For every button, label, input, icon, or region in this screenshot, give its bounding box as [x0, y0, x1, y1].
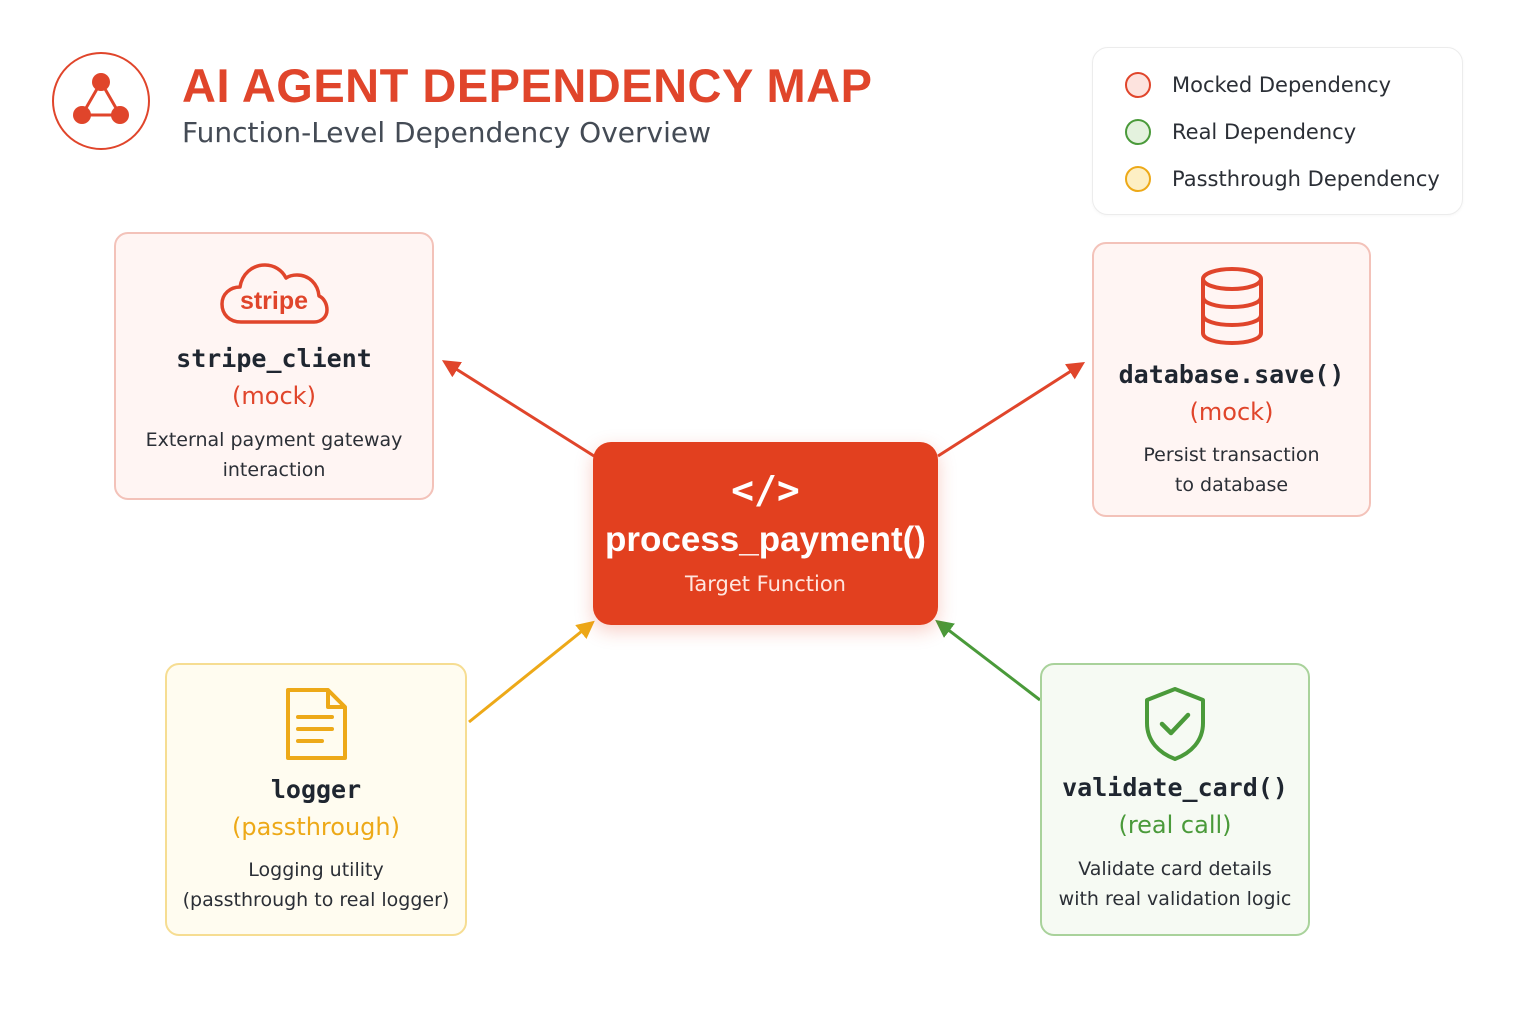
legend-dot-real [1125, 119, 1151, 145]
target-function-name: process_payment() [605, 520, 926, 559]
page-subtitle: Function-Level Dependency Overview [182, 116, 711, 149]
shield-check-icon [1042, 685, 1308, 763]
legend: Mocked Dependency Real Dependency Passth… [1092, 47, 1463, 215]
edge-target-to-stripe [441, 360, 595, 458]
dependency-name: logger [270, 775, 362, 804]
legend-dot-passthrough [1125, 166, 1151, 192]
dependency-description: Persist transaction to database [1143, 444, 1320, 496]
target-function-card[interactable]: </> process_payment() Target Function [593, 442, 938, 625]
dependency-kind: (mock) [232, 382, 316, 410]
legend-label: Mocked Dependency [1172, 73, 1392, 97]
legend-dot-mocked [1125, 72, 1151, 98]
dependency-name: stripe_client [176, 344, 372, 373]
target-function-label: Target Function [685, 572, 846, 596]
network-triangle-icon [73, 73, 129, 124]
code-icon: </> [731, 468, 800, 512]
edge-logger-to-target [468, 620, 595, 724]
legend-label: Real Dependency [1172, 120, 1357, 144]
dependency-card-stripe-client[interactable]: stripe stripe_client (mock) External pay… [114, 232, 434, 500]
dependency-kind: (passthrough) [232, 813, 400, 841]
logo [52, 52, 150, 150]
edge-validate-to-target [935, 619, 1041, 702]
dependency-name: validate_card() [1062, 773, 1288, 802]
dependency-description: Validate card details with real validati… [1058, 858, 1292, 910]
edge-target-to-database [937, 362, 1086, 458]
stripe-cloud-icon: stripe [116, 256, 432, 328]
dependency-name: database.save() [1118, 360, 1345, 389]
database-icon [1094, 266, 1369, 346]
legend-item-real: Real Dependency [1125, 117, 1356, 147]
svg-text:stripe: stripe [240, 287, 308, 315]
dependency-description: External payment gateway interaction [145, 429, 403, 481]
dependency-card-validate-card[interactable]: validate_card() (real call) Validate car… [1040, 663, 1310, 936]
dependency-card-logger[interactable]: logger (passthrough) Logging utility (pa… [165, 663, 467, 936]
legend-item-mocked: Mocked Dependency [1125, 70, 1391, 100]
legend-item-passthrough: Passthrough Dependency [1125, 164, 1440, 194]
legend-label: Passthrough Dependency [1172, 167, 1440, 191]
dependency-kind: (real call) [1118, 811, 1232, 839]
page-title: AI AGENT DEPENDENCY MAP [182, 59, 873, 112]
document-icon [167, 685, 465, 763]
dependency-kind: (mock) [1189, 398, 1274, 426]
dependency-description: Logging utility (passthrough to real log… [182, 859, 450, 911]
dependency-card-database-save[interactable]: database.save() (mock) Persist transacti… [1092, 242, 1371, 517]
